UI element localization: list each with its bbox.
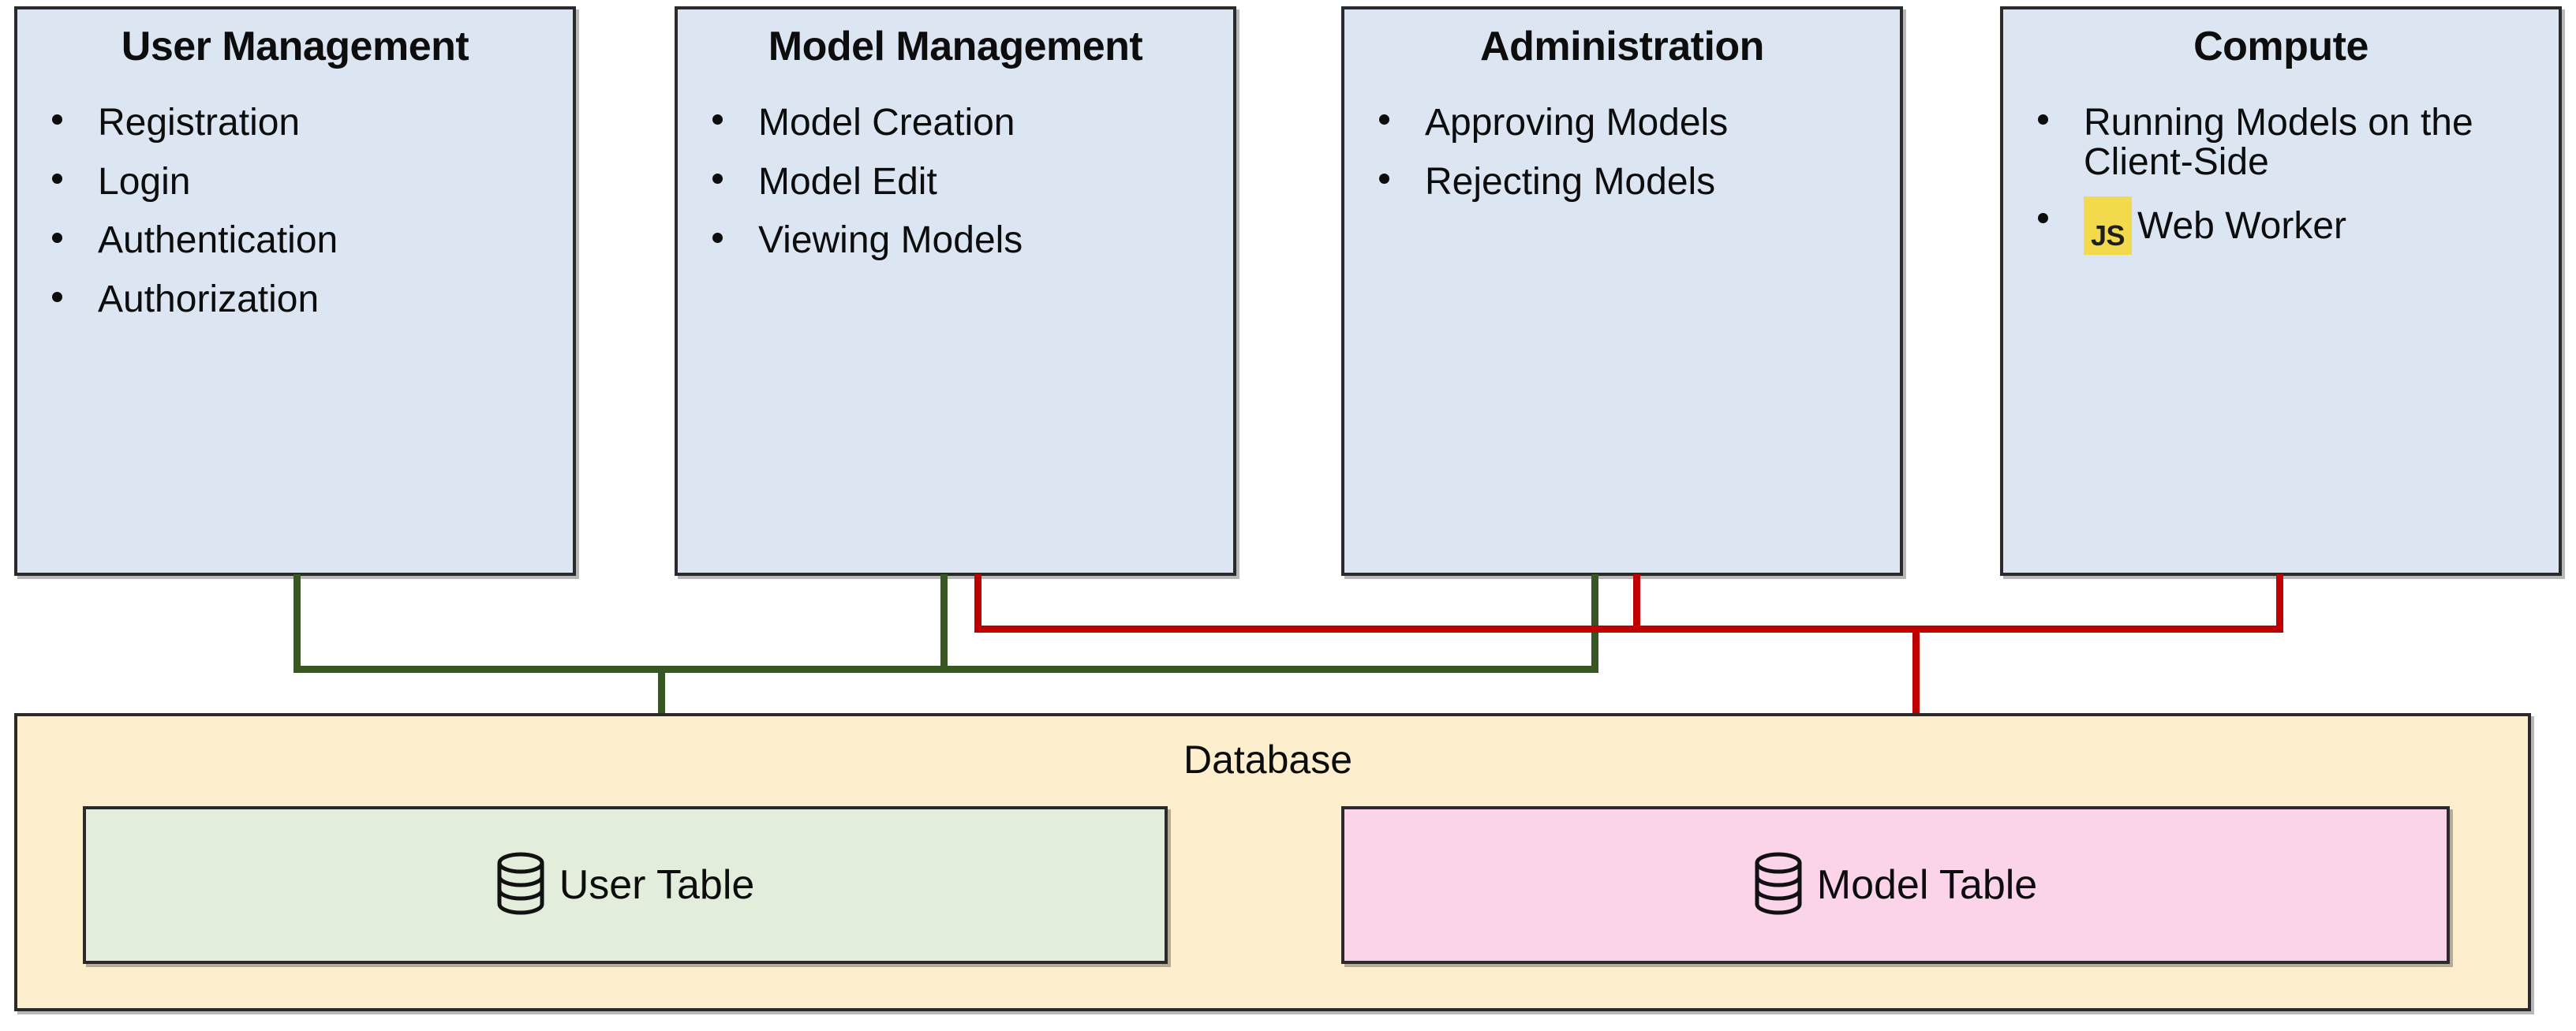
connector-green-user-management-vertical bbox=[293, 574, 301, 673]
list-item-label: Viewing Models bbox=[758, 219, 1023, 262]
list-item-label: Login bbox=[98, 160, 191, 203]
list-item[interactable]: Model Edit bbox=[705, 162, 1213, 202]
list-item-label: Web Worker bbox=[2137, 205, 2347, 248]
connector-red-horizontal-bus bbox=[974, 626, 2283, 633]
bullet-icon bbox=[52, 173, 62, 184]
connector-red-model-table-drop bbox=[1912, 626, 1920, 760]
bullet-icon bbox=[712, 114, 723, 125]
list-item-label: Model Edit bbox=[758, 160, 937, 203]
connector-green-horizontal-bus bbox=[293, 666, 1598, 673]
bullet-icon bbox=[2038, 212, 2048, 223]
module-item-list: Registration Login Authentication Author… bbox=[17, 103, 573, 320]
list-item[interactable]: Registration bbox=[44, 103, 552, 143]
list-item-label: Registration bbox=[98, 101, 301, 144]
list-item-label: Authorization bbox=[98, 278, 320, 321]
database-cylinder-icon bbox=[496, 852, 545, 919]
javascript-badge-icon: JS bbox=[2084, 196, 2133, 256]
module-card-model-management[interactable]: Model Management Model Creation Model Ed… bbox=[675, 6, 1236, 576]
database-cylinder-icon bbox=[1754, 852, 1803, 919]
bullet-icon bbox=[712, 173, 723, 184]
connector-green-model-management-vertical bbox=[940, 574, 948, 673]
bullet-icon bbox=[1379, 114, 1389, 125]
module-title: User Management bbox=[121, 24, 469, 69]
bullet-icon bbox=[1379, 173, 1389, 184]
bullet-icon bbox=[52, 291, 62, 302]
bullet-icon bbox=[2038, 114, 2048, 125]
module-item-list: Model Creation Model Edit Viewing Models bbox=[678, 103, 1233, 261]
list-item[interactable]: Authentication bbox=[44, 221, 552, 260]
module-title: Administration bbox=[1480, 24, 1764, 69]
connector-red-compute-vertical bbox=[2276, 574, 2283, 632]
list-item[interactable]: Approving Models bbox=[1371, 103, 1879, 143]
list-item[interactable]: Authorization bbox=[44, 280, 552, 319]
table-box-user-table[interactable]: User Table bbox=[83, 806, 1168, 964]
table-label: Model Table bbox=[1816, 862, 2038, 908]
connector-green-administration-vertical bbox=[1591, 574, 1598, 673]
list-item-label: Authentication bbox=[98, 219, 338, 262]
list-item-label: Rejecting Models bbox=[1425, 160, 1716, 203]
connector-red-model-management-vertical bbox=[974, 574, 981, 632]
bullet-icon bbox=[52, 114, 62, 125]
module-item-list: Approving Models Rejecting Models bbox=[1344, 103, 1900, 202]
list-item-label: Approving Models bbox=[1425, 101, 1729, 144]
module-card-compute[interactable]: Compute Running Models on the Client-Sid… bbox=[2000, 6, 2562, 576]
list-item[interactable]: Model Creation bbox=[705, 103, 1213, 143]
list-item-label: Model Creation bbox=[758, 101, 1015, 144]
list-item-label: Running Models on the Client-Side bbox=[2084, 101, 2473, 183]
module-card-user-management[interactable]: User Management Registration Login Authe… bbox=[14, 6, 576, 576]
list-item[interactable]: Rejecting Models bbox=[1371, 162, 1879, 202]
bullet-icon bbox=[712, 232, 723, 243]
list-item[interactable]: Running Models on the Client-Side bbox=[2030, 103, 2546, 182]
bullet-icon bbox=[52, 232, 62, 243]
list-item[interactable]: Login bbox=[44, 162, 552, 202]
module-card-administration[interactable]: Administration Approving Models Rejectin… bbox=[1341, 6, 1903, 576]
module-title: Compute bbox=[2193, 24, 2368, 69]
database-label: Database bbox=[1183, 738, 1353, 782]
list-item[interactable]: Viewing Models bbox=[705, 221, 1213, 260]
connector-red-administration-vertical bbox=[1633, 574, 1640, 632]
module-title: Model Management bbox=[768, 24, 1143, 69]
table-box-model-table[interactable]: Model Table bbox=[1341, 806, 2450, 964]
table-label: User Table bbox=[559, 862, 755, 908]
